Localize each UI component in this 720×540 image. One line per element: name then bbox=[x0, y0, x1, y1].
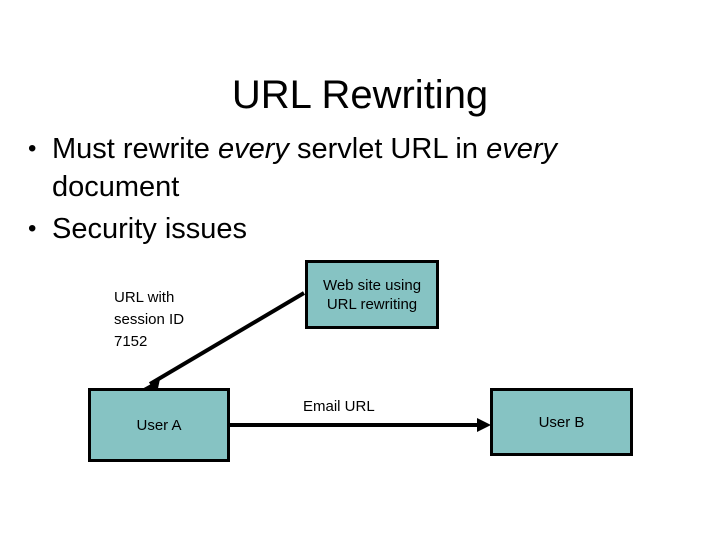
bullet-text: Must rewrite every servlet URL in every … bbox=[52, 130, 658, 206]
bullet-segment: Security issues bbox=[52, 213, 248, 245]
bullet-segment: Must rewrite bbox=[52, 133, 218, 165]
bullet-text: Security issues bbox=[52, 210, 658, 248]
list-item: • Security issues bbox=[28, 210, 658, 248]
bullet-segment: document bbox=[52, 171, 180, 203]
session-arrow bbox=[142, 291, 306, 393]
bullet-segment-emphasis: every bbox=[486, 133, 557, 165]
label-email-url: Email URL bbox=[303, 398, 375, 415]
node-user-a-label: User A bbox=[136, 416, 182, 434]
node-website: Web site using URL rewriting bbox=[305, 260, 439, 329]
page-title: URL Rewriting bbox=[231, 72, 489, 117]
bullet-marker-icon: • bbox=[28, 215, 37, 242]
node-user-b: User B bbox=[490, 388, 633, 456]
node-website-label: Web site using URL rewriting bbox=[322, 276, 422, 313]
label-session-id: URL with session ID 7152 bbox=[114, 289, 185, 350]
list-item: • Must rewrite every servlet URL in ever… bbox=[28, 130, 658, 206]
node-user-a: User A bbox=[88, 388, 230, 462]
bullet-segment-emphasis: every bbox=[217, 133, 289, 165]
bullet-segment: servlet URL in bbox=[288, 133, 487, 165]
bullet-marker-icon: • bbox=[28, 135, 37, 162]
bullet-list: • Must rewrite every servlet URL in ever… bbox=[28, 130, 658, 248]
node-user-b-label: User B bbox=[538, 413, 585, 431]
email-arrow bbox=[230, 418, 491, 432]
